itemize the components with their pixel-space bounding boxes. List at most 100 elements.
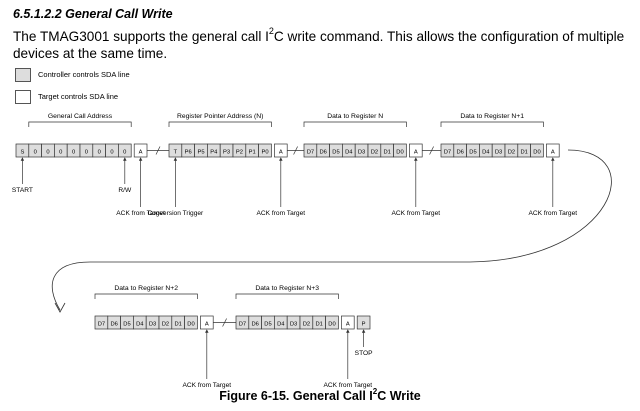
row2-stop-bit — [356, 315, 371, 330]
row2-g1-bit-5-label: D2 — [162, 321, 169, 327]
row2-g1-ack-label: A — [205, 321, 209, 327]
row1-group-2-title: Register Pointer Address (N) — [177, 113, 264, 120]
row1-g4-bit-0-label: D7 — [444, 149, 451, 155]
row1-g4-ack-label: A — [551, 149, 555, 155]
row1-g3-bit-7-label: D0 — [396, 149, 403, 155]
conversion-trigger-label: Conversion Trigger — [148, 210, 205, 217]
row2-g2-ack-label: A — [346, 321, 350, 327]
row2-g2-bit-4-label: D3 — [290, 321, 297, 327]
ack4-label: ACK from Target — [528, 210, 577, 217]
row1-g2-bit-5-label: P2 — [236, 149, 243, 155]
row1-g4-bit-6-label: D1 — [520, 149, 527, 155]
row2-g2-bit-3-label: D4 — [277, 321, 285, 327]
row2-group-1-title: Data to Register N+2 — [114, 285, 178, 292]
ack6-label: ACK from Target — [323, 382, 372, 389]
row2-g2-bit-5-label: D2 — [303, 321, 310, 327]
description-paragraph: The TMAG3001 supports the general call I… — [13, 26, 628, 62]
legend-controller-swatch — [15, 68, 31, 82]
row1-g3-bit-0-label: D7 — [307, 149, 314, 155]
row1-g1-bit-5-label: 0 — [85, 149, 88, 155]
row2-g2-bit-7 — [325, 315, 339, 330]
row1-g3-bit-7 — [393, 143, 407, 158]
row2-group-1-brace — [94, 293, 198, 299]
row2-g1-bit-2-label: D5 — [123, 321, 130, 327]
row1-g4-bit-1-label: D6 — [456, 149, 463, 155]
para-text-2: C write command. This allows the configu… — [13, 29, 625, 61]
row1-g3-bit-4-label: D3 — [358, 149, 365, 155]
figure-caption: Figure 6-15. General Call I2C Write — [0, 387, 640, 403]
row1-g3-bit-1-label: D6 — [319, 149, 326, 155]
row1-g2-bit-3-label: P4 — [210, 149, 218, 155]
caption-text-2: C Write — [377, 389, 421, 403]
para-text-1: The TMAG3001 supports the general call I — [13, 29, 269, 44]
row1-g3-bit-3-label: D4 — [345, 149, 353, 155]
row2-g1-bit-7-label: D0 — [187, 321, 194, 327]
row2-group-2-brace — [235, 293, 339, 299]
row1-g1-bit-0-label: S — [20, 149, 24, 155]
row2-g1-bit-6-label: D1 — [174, 321, 181, 327]
para-sup: 2 — [268, 26, 274, 37]
row1-g1-bit-6-label: 0 — [98, 149, 101, 155]
row1-g2-bit-0-label: T — [174, 149, 178, 155]
ack1-label: ACK from Target — [116, 210, 165, 217]
row1-g4-bit-2-label: D5 — [469, 149, 476, 155]
row2-g1-bit-4-label: D3 — [149, 321, 156, 327]
row1-g2-ack-label: A — [279, 149, 283, 155]
row1-break-2 — [293, 146, 298, 155]
row1-g2-bit-7 — [258, 143, 272, 158]
row1-group-1-title: General Call Address — [48, 113, 113, 120]
row1-break-1 — [155, 146, 161, 155]
row1-group-4-brace — [440, 121, 544, 127]
row1-g2-bit-4-label: P3 — [223, 149, 230, 155]
row1-g1-ack-label: A — [139, 149, 143, 155]
row2-group-2-title: Data to Register N+3 — [255, 285, 319, 292]
row1-g1-bit-7-label: 0 — [110, 149, 113, 155]
ack2-label: ACK from Target — [256, 210, 305, 217]
row1-g1-bit-2-label: 0 — [46, 149, 49, 155]
row1-g3-bit-6-label: D1 — [383, 149, 390, 155]
row1-g4-bit-5-label: D2 — [508, 149, 515, 155]
row2-stop-bit-label: P — [362, 321, 366, 327]
legend-target-label: Target controls SDA line — [38, 92, 119, 101]
row1-g1-bit-1-label: 0 — [34, 149, 37, 155]
row1-g3-ack-label: A — [414, 149, 418, 155]
row1-g3-bit-2-label: D5 — [332, 149, 339, 155]
row1-g1-bit-8 — [118, 143, 132, 158]
row2-g2-bit-7-label: D0 — [328, 321, 335, 327]
row2-break-1 — [222, 318, 227, 327]
row1-g2-bit-6-label: P1 — [249, 149, 256, 155]
row2-g2-bit-1-label: D6 — [251, 321, 258, 327]
row2-g2-bit-2-label: D5 — [264, 321, 271, 327]
legend-controller-label: Controller controls SDA line — [38, 70, 130, 79]
ack3-label: ACK from Target — [391, 210, 440, 217]
row1-g1-bit-3-label: 0 — [59, 149, 62, 155]
row1-g4-bit-4-label: D3 — [495, 149, 502, 155]
row1-group-2-brace — [168, 121, 272, 127]
legend-target-swatch — [15, 90, 31, 104]
row2-g2-bit-0-label: D7 — [239, 321, 246, 327]
row2-g1-bit-7 — [184, 315, 198, 330]
ack5-label: ACK from Target — [182, 382, 231, 389]
row1-group-4-title: Data to Register N+1 — [460, 113, 524, 120]
caption-text-1: Figure 6-15. General Call I — [219, 389, 373, 403]
row1-g4-bit-3-label: D4 — [482, 149, 490, 155]
section-heading: 6.5.1.2.2 General Call Write — [13, 7, 173, 21]
row1-g2-bit-7-label: P0 — [261, 149, 268, 155]
rw-label: R/W — [118, 187, 132, 194]
row1-g2-bit-2-label: P5 — [197, 149, 204, 155]
row1-g3-ack — [409, 143, 423, 158]
row1-group-3-title: Data to Register N — [327, 113, 383, 120]
row2-g1-bit-3-label: D4 — [136, 321, 144, 327]
row1-g4-ack — [546, 143, 560, 158]
row1-g2-bit-1-label: P6 — [185, 149, 192, 155]
row-connector-curve — [51, 149, 612, 311]
row1-g3-bit-5-label: D2 — [371, 149, 378, 155]
row2-g1-bit-0-label: D7 — [98, 321, 105, 327]
row1-break-3 — [429, 146, 434, 155]
row2-g2-ack — [341, 315, 355, 330]
row2-g1-bit-1-label: D6 — [110, 321, 117, 327]
start-label: START — [12, 187, 33, 194]
row1-g1-bit-4-label: 0 — [72, 149, 75, 155]
row1-g4-bit-7-label: D0 — [533, 149, 540, 155]
